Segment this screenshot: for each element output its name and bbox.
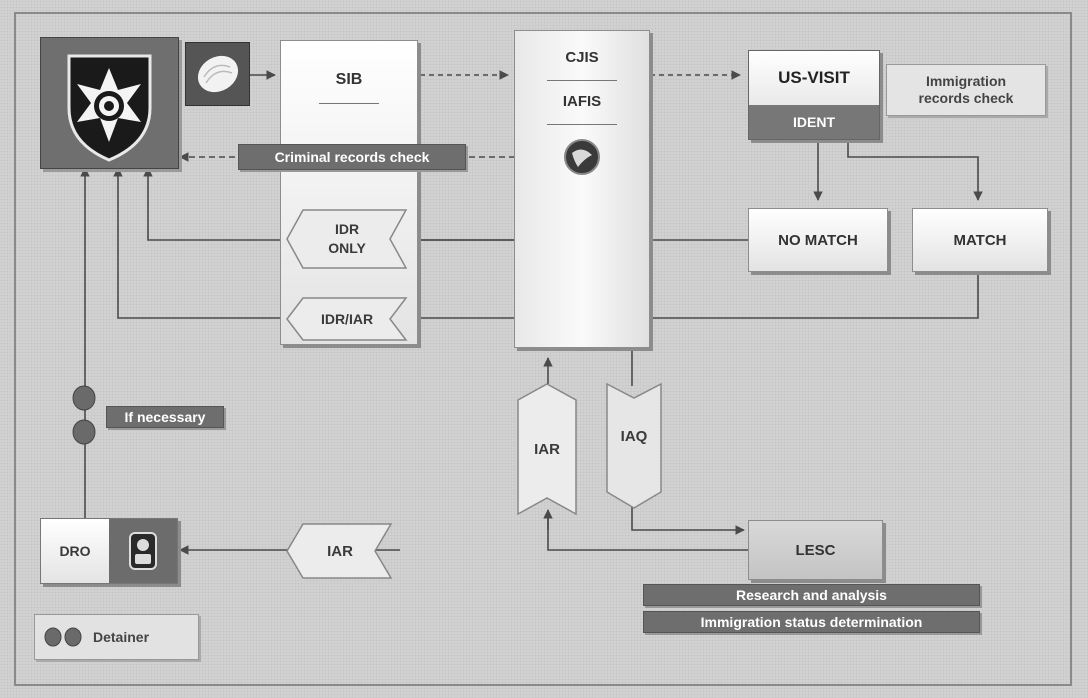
iaq-text: IAQ [605,372,663,500]
us-visit-node: US-VISIT IDENT [748,50,880,140]
immigration-records-check-line1: Immigration [926,73,1006,90]
fingerprint-node [185,42,250,106]
idr-only-line2: ONLY [328,239,366,258]
if-necessary-label: If necessary [106,406,224,428]
cjis-node: CJIS IAFIS [514,30,650,348]
iaq-down-arrow: IAQ [605,382,663,510]
police-agency-node [40,37,179,169]
no-match-node: NO MATCH [748,208,888,272]
idr-only-text: IDR ONLY [297,208,397,270]
idr-iar-text: IDR/IAR [297,296,397,342]
iar-up-text: IAR [516,380,578,518]
lesc-node: LESC [748,520,883,580]
detainee-icon [126,529,160,573]
iafis-label: IAFIS [563,93,601,110]
if-necessary-ovals [71,384,97,450]
legend-detainer-icon [43,626,85,648]
cjis-label: CJIS [565,49,598,66]
idr-only-arrow: IDR ONLY [283,208,408,270]
legend-detainer-label: Detainer [93,629,149,645]
police-badge-icon [41,38,178,168]
research-and-analysis-label: Research and analysis [643,584,980,606]
legend: Detainer [34,614,199,660]
sib-label: SIB [336,71,363,89]
immigration-records-check-line2: records check [919,90,1014,107]
idr-only-line1: IDR [335,220,359,239]
fingerprint-icon [186,43,249,105]
iar-left-text: IAR [295,522,385,580]
us-visit-label: US-VISIT [749,51,879,105]
match-node: MATCH [912,208,1048,272]
dro-label: DRO [41,519,109,583]
criminal-records-check-label: Criminal records check [238,144,466,170]
ident-label: IDENT [749,105,879,139]
iar-left-arrow: IAR [285,522,393,580]
immigration-status-determination-label: Immigration status determination [643,611,980,633]
detainee-image [109,519,177,583]
immigration-records-check-label: Immigration records check [886,64,1046,116]
idr-iar-arrow: IDR/IAR [283,296,408,342]
iar-up-arrow: IAR [516,380,578,518]
detainer-indicator-icon [71,384,97,450]
dro-node: DRO [40,518,178,584]
fbi-seal-icon [562,137,602,177]
